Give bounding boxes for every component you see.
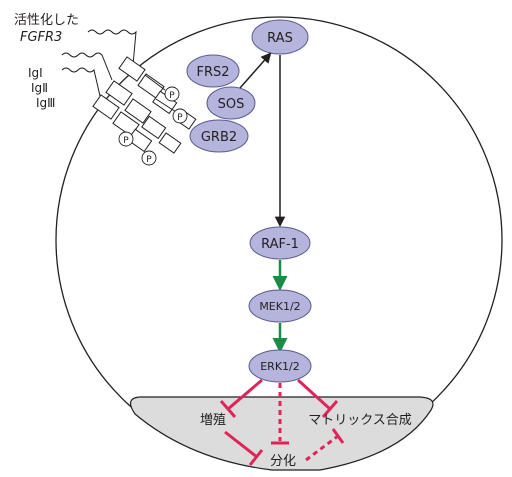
grb2-label: GRB2 bbox=[201, 130, 237, 145]
phospho-label: P bbox=[146, 155, 152, 165]
ras-node: RAS bbox=[251, 19, 309, 55]
mek-label: MEK1/2 bbox=[259, 300, 300, 313]
erk-inhibits-proliferation bbox=[219, 378, 263, 418]
differentiation-label: 分化 bbox=[270, 454, 296, 469]
phospho-site-2: P bbox=[172, 108, 188, 124]
phospho-label: P bbox=[169, 91, 175, 101]
phospho-label: P bbox=[123, 136, 129, 146]
receptor-label-line1: 活性化した bbox=[14, 13, 79, 28]
phospho-site-4: P bbox=[141, 150, 157, 166]
erk-label: ERK1/2 bbox=[260, 360, 300, 373]
phospho-label: P bbox=[177, 113, 183, 123]
grb2-node: GRB2 bbox=[189, 119, 249, 153]
proliferation-label: 増殖 bbox=[200, 412, 226, 428]
raf1-label: RAF-1 bbox=[261, 237, 299, 252]
receptor-label-line2: FGFR3 bbox=[20, 30, 62, 45]
erk-node: ERK1/2 bbox=[248, 349, 312, 383]
proliferation-inhibits-differentiation bbox=[224, 430, 264, 466]
erk-inhibits-matrix-synthesis bbox=[296, 378, 339, 418]
ig-domain-2-label: IgⅡ bbox=[31, 81, 48, 95]
frs2-label: FRS2 bbox=[196, 65, 229, 80]
erk-inhibits-differentiation bbox=[271, 383, 289, 445]
phospho-site-3: P bbox=[118, 131, 134, 147]
ras-label: RAS bbox=[267, 31, 293, 46]
phospho-site-1: P bbox=[164, 86, 180, 102]
frs2-node: FRS2 bbox=[186, 54, 240, 88]
raf1-node: RAF-1 bbox=[249, 226, 311, 260]
sos-node: SOS bbox=[206, 86, 256, 120]
ig-domain-1-label: IgⅠ bbox=[28, 66, 43, 80]
sos-to-ras-arrow bbox=[239, 52, 272, 89]
mek-node: MEK1/2 bbox=[248, 289, 312, 323]
ig-domain-3-label: IgⅢ bbox=[36, 96, 55, 110]
differentiation-inhibits-matrix-synthesis bbox=[305, 428, 345, 462]
matrix-synthesis-label: マトリックス合成 bbox=[308, 413, 412, 428]
nucleus bbox=[129, 396, 434, 471]
sos-label: SOS bbox=[218, 97, 245, 112]
